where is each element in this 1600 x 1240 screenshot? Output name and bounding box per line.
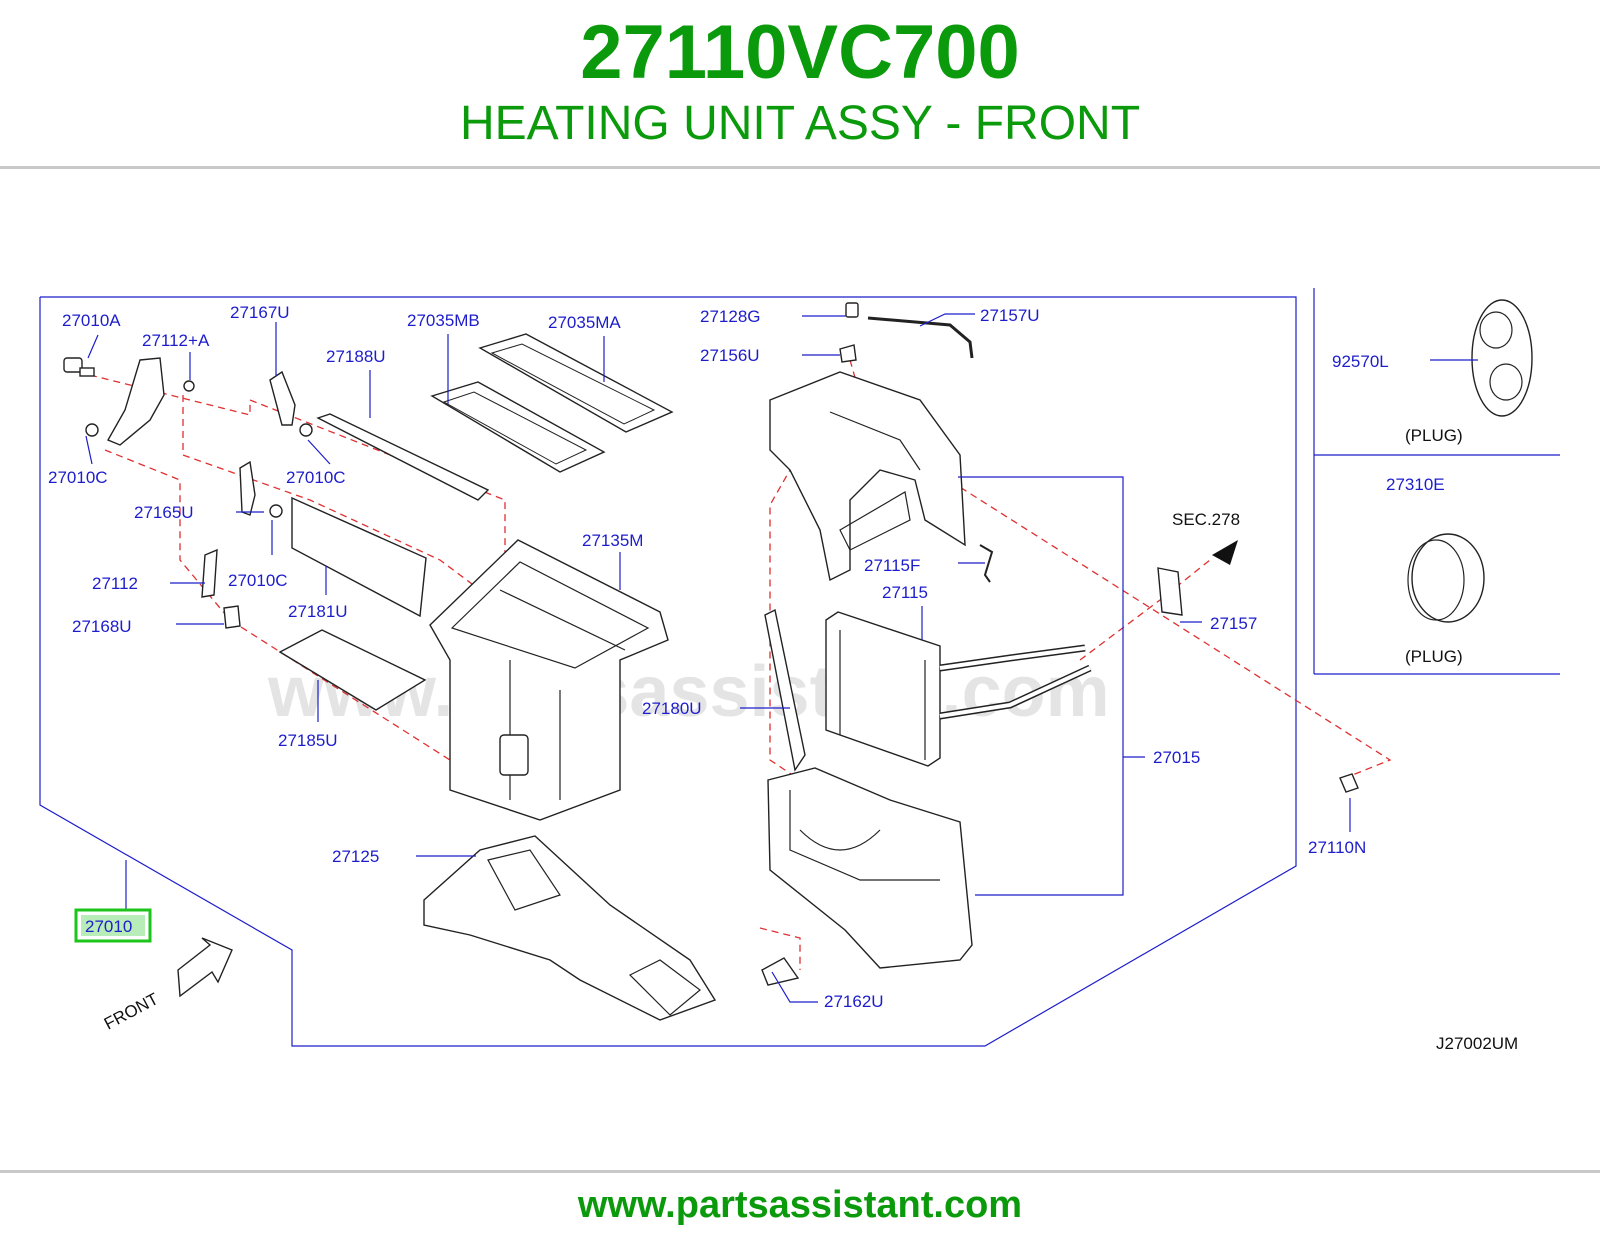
label-27157U[interactable]: 27157U <box>980 306 1040 325</box>
highlight-fill-27010 <box>81 915 145 936</box>
bracket-lead-27015 <box>958 476 1124 896</box>
door-27185U <box>278 629 427 711</box>
plug-92570L <box>1471 299 1533 417</box>
lever-27112 <box>201 548 218 598</box>
assembly-frame <box>39 296 1297 1047</box>
lower-case-27125 <box>423 835 717 1021</box>
assembly-line-6 <box>1079 559 1211 661</box>
website-footer[interactable]: www.partsassistant.com <box>577 1184 1023 1226</box>
label-27181U[interactable]: 27181U <box>288 602 348 621</box>
case-27035MB <box>430 381 606 473</box>
label-27185U[interactable]: 27185U <box>278 731 338 750</box>
label-27125[interactable]: 27125 <box>332 847 379 866</box>
upper-case-27015 <box>769 371 966 582</box>
diagram-code: J27002UM <box>1436 1034 1518 1053</box>
footer-divider <box>0 1170 1600 1173</box>
label-27112A[interactable]: 27112+A <box>142 331 210 350</box>
lead-27010C-2 <box>307 439 331 465</box>
label-27035MA[interactable]: 27035MA <box>548 313 621 332</box>
lead-27010C-1 <box>85 435 93 465</box>
door-27188U <box>316 413 490 501</box>
label-27010[interactable]: 27010 <box>85 917 132 936</box>
front-arrow <box>177 937 233 998</box>
label-27115[interactable]: 27115 <box>882 583 928 602</box>
label-27128G[interactable]: 27128G <box>700 307 761 326</box>
assembly-line-2 <box>182 395 481 591</box>
clip-27115F <box>979 544 994 583</box>
label-27035MB[interactable]: 27035MB <box>407 311 480 330</box>
sec-reference: SEC.278 <box>1172 510 1240 529</box>
grommet-27157 <box>1157 567 1183 616</box>
clip-27010C-1 <box>85 423 99 437</box>
label-27162U[interactable]: 27162U <box>824 992 884 1011</box>
label-27157[interactable]: 27157 <box>1210 614 1257 633</box>
lead-27162U <box>771 971 818 1003</box>
bolt-27010A <box>63 357 95 377</box>
hose-27157U <box>867 316 974 359</box>
clip-27128G <box>845 302 859 318</box>
label-27010A[interactable]: 27010A <box>62 311 121 330</box>
label-27310E[interactable]: 27310E <box>1386 475 1445 494</box>
label-27010C-3[interactable]: 27010C <box>228 571 288 590</box>
label-27188U[interactable]: 27188U <box>326 347 386 366</box>
label-27015[interactable]: 27015 <box>1153 748 1200 767</box>
page-header: 27110VC700 HEATING UNIT ASSY - FRONT <box>0 0 1600 170</box>
label-27112[interactable]: 27112 <box>92 574 138 593</box>
case-27035MA <box>478 333 674 433</box>
clip-27010C-3 <box>269 504 283 518</box>
label-27180U[interactable]: 27180U <box>642 699 702 718</box>
label-27165U[interactable]: 27165U <box>134 503 194 522</box>
label-27115F[interactable]: 27115F <box>864 556 920 575</box>
bracket-27162U <box>761 957 800 986</box>
heater-case-27135M <box>429 539 669 821</box>
lead-27010A <box>87 334 99 359</box>
nut-27110N <box>1339 773 1359 793</box>
label-27168U[interactable]: 27168U <box>72 617 132 636</box>
heater-core-27115 <box>825 611 1092 767</box>
part-number-title: 27110VC700 <box>580 10 1020 95</box>
panel-27180U <box>764 608 806 772</box>
bracket-27112A <box>107 357 195 446</box>
label-92570L[interactable]: 92570L <box>1332 352 1389 371</box>
label-27167U[interactable]: 27167U <box>230 303 290 322</box>
label-27010C-2[interactable]: 27010C <box>286 468 346 487</box>
label-27110N[interactable]: 27110N <box>1308 838 1366 857</box>
lead-27157U <box>919 313 975 327</box>
plug-caption-2: (PLUG) <box>1405 647 1463 666</box>
label-27010C-1[interactable]: 27010C <box>48 468 108 487</box>
clamp-27156U <box>839 344 857 363</box>
header-divider <box>0 166 1600 169</box>
link-27165U <box>239 460 256 516</box>
label-27156U[interactable]: 27156U <box>700 346 760 365</box>
assembly-line-7 <box>759 927 801 970</box>
plug-27310E <box>1407 533 1485 623</box>
clip-27010C-2 <box>299 423 313 437</box>
plug-caption-1: (PLUG) <box>1405 426 1463 445</box>
link-27167U <box>269 370 296 426</box>
lever-27168U <box>223 605 241 629</box>
assembly-line-1 <box>89 374 506 560</box>
sec-arrow <box>1212 540 1238 565</box>
part-name-subtitle: HEATING UNIT ASSY - FRONT <box>459 97 1141 150</box>
front-label: FRONT <box>101 989 162 1033</box>
door-27181U <box>291 496 427 618</box>
label-27135M[interactable]: 27135M <box>582 531 643 550</box>
case-27035MB-inner <box>442 391 588 465</box>
lower-housing-27015 <box>767 767 973 969</box>
case-27035MA-inner <box>490 343 656 425</box>
